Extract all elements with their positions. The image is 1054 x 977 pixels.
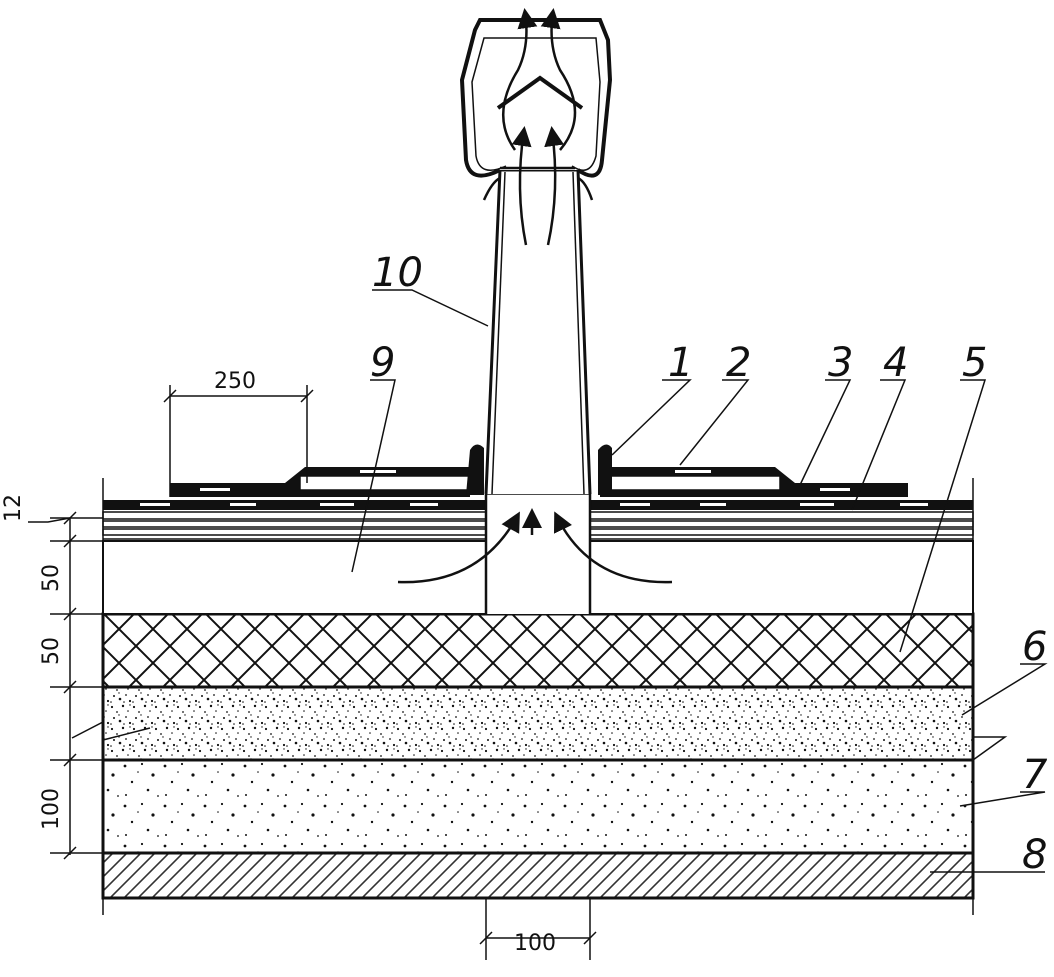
- dimension-label-50-lower: 50: [39, 637, 64, 665]
- concrete-layer: [101, 758, 975, 855]
- flashing-strip-left: [170, 444, 484, 497]
- callout-4: 4: [883, 340, 908, 386]
- callout-7: 7: [1022, 752, 1048, 798]
- leader-lines: [351, 289, 1048, 873]
- base-slab-layer: [101, 851, 975, 900]
- screed-layer: [101, 685, 975, 762]
- callout-8: 8: [1022, 832, 1047, 878]
- dimension-label-100-side: 100: [39, 788, 64, 830]
- dimension-label-50-upper: 50: [39, 564, 64, 592]
- callout-10: 10: [372, 250, 423, 296]
- dimension-label-12: 12: [1, 494, 26, 522]
- dimension-label-bottom-100: 100: [514, 931, 556, 956]
- vent-pipe: [484, 168, 592, 614]
- callout-2: 2: [726, 340, 751, 386]
- dimension-label-250: 250: [214, 369, 256, 394]
- insulation-layer: [101, 612, 975, 689]
- flashing-strip-right: [598, 444, 908, 497]
- vent-cap: [459, 18, 613, 201]
- callout-3: 3: [828, 340, 853, 386]
- break-line-right: [972, 736, 1008, 761]
- airflow-arrows: [397, 8, 673, 584]
- callout-1: 1: [668, 340, 693, 386]
- callout-9: 9: [370, 340, 395, 386]
- dimension-lines: [28, 385, 974, 960]
- callout-6: 6: [1022, 624, 1047, 670]
- callout-5: 5: [962, 340, 987, 386]
